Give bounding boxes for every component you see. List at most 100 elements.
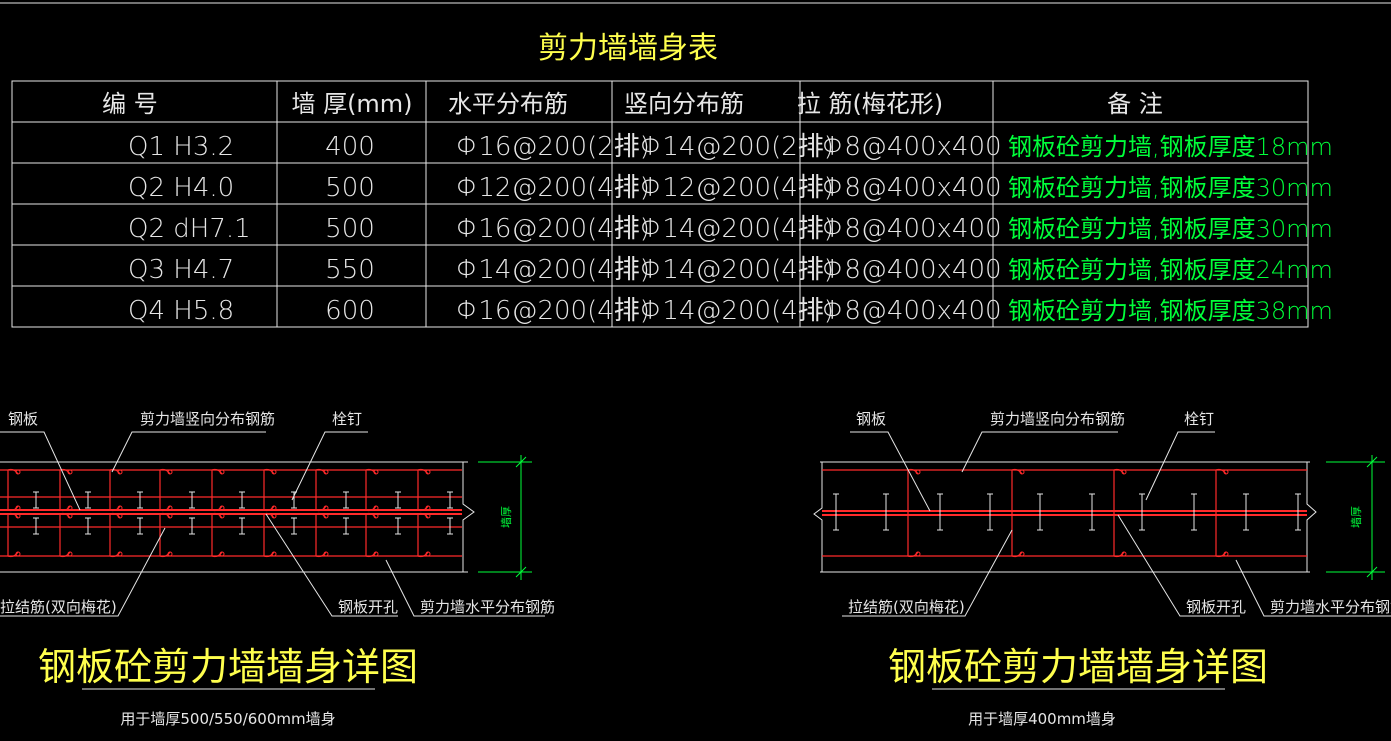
- cell-horizontal: Φ16@200(4排): [456, 214, 650, 244]
- label-tie: 拉结筋(双向梅花): [0, 598, 117, 616]
- table-row: Q3 H4.7 550 Φ14@200(4排) Φ14@200(4排) Φ8@4…: [128, 255, 1333, 285]
- rebar-dot: [425, 505, 431, 511]
- dim-text: 墙厚: [1349, 506, 1363, 528]
- rebar-dot: [117, 513, 123, 519]
- rebar-dot: [373, 469, 379, 475]
- cell-remark: 钢板砼剪力墙,钢板厚度18mm: [1008, 133, 1333, 161]
- label-tie: 拉结筋(双向梅花): [848, 598, 965, 616]
- rebar-dot: [915, 469, 921, 475]
- cell-id: Q3 H4.7: [128, 255, 234, 285]
- tie-bar: [7, 512, 19, 558]
- cell-horizontal: Φ12@200(4排): [456, 173, 650, 203]
- header-remark: 备 注: [1107, 90, 1163, 118]
- rebar-dot: [271, 469, 277, 475]
- table-row: Q2 H4.0 500 Φ12@200(4排) Φ12@200(4排) Φ8@4…: [128, 173, 1333, 203]
- rebar-dot: [425, 513, 431, 519]
- rebar-dot: [67, 513, 73, 519]
- rebar-dot: [15, 551, 21, 557]
- header-vertical-rebar: 竖向分布筋: [624, 90, 744, 118]
- rebar-dot: [15, 513, 21, 519]
- rebar-dot: [1019, 551, 1025, 557]
- cell-tie: Φ8@400x400: [822, 214, 1002, 244]
- tie-bar: [159, 468, 171, 512]
- header-thickness: 墙 厚(mm): [291, 90, 412, 118]
- rebar-dot: [323, 513, 329, 519]
- rebar-dot: [219, 469, 225, 475]
- rebar-dot: [1223, 551, 1229, 557]
- rebar-dot: [425, 551, 431, 557]
- label-horizontal-rebar: 剪力墙水平分布钢筋: [1270, 598, 1391, 616]
- label-horizontal-rebar: 剪力墙水平分布钢筋: [420, 598, 555, 616]
- cell-thickness: 500: [325, 214, 375, 244]
- table-header-row: 编 号 墙 厚(mm) 水平分布筋 竖向分布筋 拉 筋(梅花形) 备 注: [102, 90, 1163, 118]
- tie-bar: [1215, 468, 1227, 558]
- tie-bar: [59, 468, 71, 512]
- cell-tie: Φ8@400x400: [822, 296, 1002, 326]
- rebar-dot: [15, 469, 21, 475]
- cell-vertical: Φ14@200(4排): [640, 214, 834, 244]
- header-horizontal-rebar: 水平分布筋: [448, 90, 568, 118]
- wall-schedule-table: [11, 80, 1309, 328]
- dim-text: 墙厚: [499, 506, 513, 528]
- cell-id: Q4 H5.8: [128, 296, 234, 326]
- rebar-dot: [117, 551, 123, 557]
- cell-remark: 钢板砼剪力墙,钢板厚度30mm: [1008, 174, 1333, 202]
- stud-bolts: [833, 493, 1301, 531]
- cell-vertical: Φ14@200(2排): [640, 132, 834, 162]
- cell-tie: Φ8@400x400: [822, 132, 1002, 162]
- tie-bars: [907, 468, 1229, 558]
- rebar-dot: [373, 551, 379, 557]
- label-vertical-rebar: 剪力墙竖向分布钢筋: [990, 410, 1125, 428]
- cell-thickness: 500: [325, 173, 375, 203]
- left-wall-detail: 墙厚 钢板 剪力墙竖向分布钢筋 栓钉 拉结筋(双向梅花) 钢板开孔 剪力墙水平分…: [0, 410, 555, 728]
- rebar-dot: [67, 469, 73, 475]
- rebar-dot: [915, 551, 921, 557]
- rebar-dot: [425, 469, 431, 475]
- cell-thickness: 550: [325, 255, 375, 285]
- tie-bar: [263, 468, 275, 512]
- rebar-dot: [271, 513, 277, 519]
- cell-thickness: 600: [325, 296, 375, 326]
- cell-id: Q2 H4.0: [128, 173, 234, 203]
- tie-bar: [263, 512, 275, 558]
- rebar-dot: [373, 505, 379, 511]
- label-plate: 钢板: [856, 410, 886, 428]
- cell-horizontal: Φ16@200(4排): [456, 296, 650, 326]
- table-row: Q4 H5.8 600 Φ16@200(4排) Φ14@200(4排) Φ8@4…: [128, 296, 1333, 326]
- rebar-dot: [323, 469, 329, 475]
- rebar-dot: [219, 505, 225, 511]
- cell-horizontal: Φ16@200(2排): [456, 132, 650, 162]
- cell-thickness: 400: [325, 132, 375, 162]
- tie-bar: [211, 468, 223, 512]
- cell-id: Q2 dH7.1: [128, 214, 251, 244]
- label-plate: 钢板: [8, 410, 38, 428]
- tie-bars: [7, 468, 431, 558]
- label-stud: 栓钉: [1184, 410, 1214, 428]
- tie-bar: [365, 468, 377, 512]
- table-row: Q2 dH7.1 500 Φ16@200(4排) Φ14@200(4排) Φ8@…: [128, 214, 1333, 244]
- cell-vertical: Φ12@200(4排): [640, 173, 834, 203]
- tie-bar: [907, 468, 919, 558]
- rebar-dot: [167, 513, 173, 519]
- table-row: Q1 H3.2 400 Φ16@200(2排) Φ14@200(2排) Φ8@4…: [128, 132, 1333, 162]
- rebar-dot: [167, 551, 173, 557]
- tie-bar: [315, 512, 327, 558]
- rebar-dot: [271, 551, 277, 557]
- cell-remark: 钢板砼剪力墙,钢板厚度24mm: [1008, 256, 1333, 284]
- rebar-dot: [1019, 469, 1025, 475]
- cell-remark: 钢板砼剪力墙,钢板厚度38mm: [1008, 297, 1333, 325]
- table-title: 剪力墙墙身表: [538, 31, 718, 66]
- tie-bar: [417, 468, 429, 512]
- rebar-dot: [271, 505, 277, 511]
- label-hole: 钢板开孔: [338, 598, 398, 616]
- rebar-dot: [219, 513, 225, 519]
- rebar-dot: [117, 505, 123, 511]
- rebar-dot: [323, 505, 329, 511]
- detail-title: 钢板砼剪力墙墙身详图: [888, 645, 1268, 689]
- rebar-dot: [117, 469, 123, 475]
- cell-vertical: Φ14@200(4排): [640, 255, 834, 285]
- right-wall-detail: 墙厚 钢板 剪力墙竖向分布钢筋 栓钉 拉结筋(双向梅花) 钢板开孔 剪力墙水平分…: [813, 410, 1391, 728]
- rebar-dot: [15, 505, 21, 511]
- tie-bar: [159, 512, 171, 558]
- tie-bar: [1113, 468, 1125, 558]
